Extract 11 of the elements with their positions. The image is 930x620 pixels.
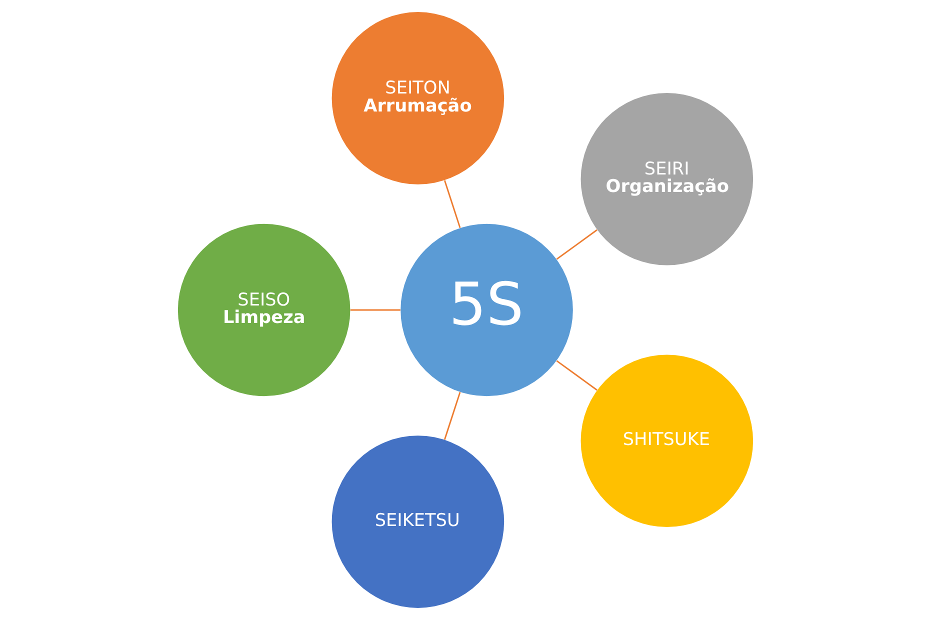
connector bbox=[350, 309, 400, 311]
node-circle: SEIRI Organização bbox=[580, 92, 753, 266]
connector bbox=[556, 229, 597, 260]
node-circle: 5S bbox=[400, 224, 572, 396]
connector bbox=[556, 360, 597, 391]
node-circle: SEITON Arrumação bbox=[331, 12, 504, 184]
node-circle: SEISO Limpeza bbox=[177, 224, 350, 396]
node-circle: SEIKETSU bbox=[331, 436, 504, 608]
node-circle: SHITSUKE bbox=[580, 354, 753, 528]
connector bbox=[443, 392, 460, 440]
connector bbox=[443, 180, 460, 228]
